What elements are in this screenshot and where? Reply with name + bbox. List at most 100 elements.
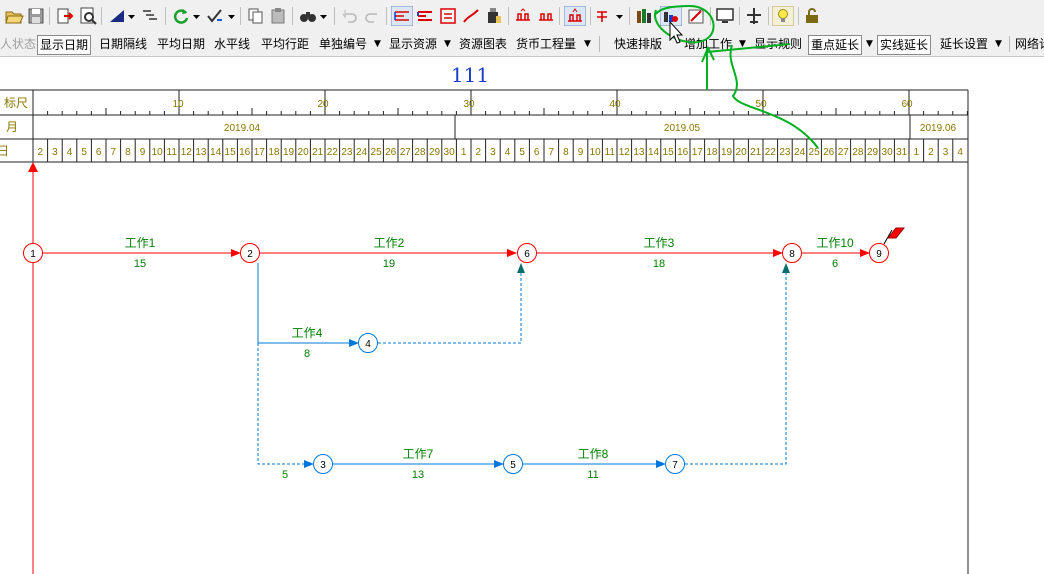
dropdown-arrow-icon[interactable]: [319, 6, 329, 26]
day-label: 30: [444, 147, 456, 158]
extend-settings-button[interactable]: 延长设置: [940, 37, 989, 51]
ruler-tick-label: 20: [317, 99, 329, 110]
line-style-icon[interactable]: [107, 6, 127, 26]
day-label: 13: [195, 147, 207, 158]
activity-duration: 18: [653, 258, 665, 270]
merge-icon[interactable]: [536, 6, 556, 26]
single-number-button[interactable]: 单独编号: [319, 37, 368, 51]
node-number: 8: [789, 249, 795, 260]
main-toolbar: [0, 0, 1044, 33]
event-node[interactable]: 9: [869, 243, 889, 263]
event-node[interactable]: 1: [23, 243, 43, 263]
plane-icon[interactable]: [744, 6, 764, 26]
single-number-dropdown-icon[interactable]: ▼: [374, 39, 381, 49]
day-label: 26: [823, 147, 835, 158]
average-row-spacing-button[interactable]: 平均行距: [261, 37, 310, 51]
dummy-4-6-arrow[interactable]: [378, 263, 525, 344]
activity-duration: 15: [134, 258, 146, 270]
toolbar-separator: [739, 7, 740, 25]
network-view-icon[interactable]: [391, 6, 413, 26]
adjust-icon[interactable]: [564, 6, 586, 26]
activity-name: 工作10: [816, 236, 854, 250]
resource-icon[interactable]: [484, 6, 504, 26]
check-icon[interactable]: [205, 6, 225, 26]
tip-bulb-icon[interactable]: [772, 6, 794, 26]
add-work-dropdown-icon[interactable]: ▼: [739, 39, 746, 49]
dropdown-arrow-icon[interactable]: [227, 6, 237, 26]
text-style-icon[interactable]: [594, 6, 614, 26]
resource-chart-button[interactable]: 资源图表: [459, 37, 508, 51]
show-date-button[interactable]: 显示日期: [37, 35, 92, 55]
bar-chart-icon[interactable]: [634, 6, 654, 26]
activity-name: 工作1: [125, 236, 156, 250]
extend-settings-dropdown-icon[interactable]: ▼: [995, 39, 1002, 49]
add-work-button[interactable]: 增加工作: [684, 37, 733, 51]
event-node[interactable]: 6: [517, 243, 537, 263]
event-node[interactable]: 2: [240, 243, 260, 263]
day-label: 27: [838, 147, 850, 158]
date-separator-button[interactable]: 日期隔线: [99, 37, 148, 51]
day-label: 21: [312, 147, 324, 158]
network-button[interactable]: 网络计: [1015, 37, 1044, 51]
open-folder-icon[interactable]: [4, 6, 24, 26]
gantt-icon[interactable]: [415, 6, 435, 26]
list-icon[interactable]: [438, 6, 458, 26]
lock-icon[interactable]: [802, 6, 822, 26]
event-node[interactable]: 7: [665, 454, 685, 474]
resource-chart-icon[interactable]: [660, 6, 682, 26]
dropdown-arrow-icon[interactable]: [127, 6, 137, 26]
event-node[interactable]: 5: [503, 454, 523, 474]
save-icon[interactable]: [26, 6, 46, 26]
show-resource-button[interactable]: 显示资源: [389, 37, 438, 51]
monitor-icon[interactable]: [715, 6, 735, 26]
day-label: 25: [809, 147, 821, 158]
day-label: 17: [254, 147, 266, 158]
day-label: 12: [181, 147, 193, 158]
activity-duration: 8: [304, 348, 310, 360]
dropdown-arrow-icon[interactable]: [615, 6, 625, 26]
event-node[interactable]: 4: [358, 333, 378, 353]
toolbar-separator: [101, 7, 102, 25]
node-number: 1: [30, 249, 36, 260]
toolbar-separator: [599, 36, 600, 52]
calendar-icon[interactable]: [686, 6, 706, 26]
day-label: 24: [356, 147, 368, 158]
solid-extend-button[interactable]: 实线延长: [877, 35, 932, 55]
horizontal-line-button[interactable]: 水平线: [214, 37, 251, 51]
month-label: 2019.05: [664, 123, 701, 134]
day-label: 5: [81, 147, 87, 158]
dummy-7-8-arrow[interactable]: [685, 263, 790, 465]
event-node[interactable]: 3: [313, 454, 333, 474]
key-extend-button[interactable]: 重点延长: [808, 35, 863, 55]
node-number: 6: [524, 249, 530, 260]
find-icon[interactable]: [298, 6, 318, 26]
ruler-row-label: 标尺: [4, 96, 28, 110]
show-rules-button[interactable]: 显示规则: [754, 37, 803, 51]
currency-quantity-button[interactable]: 货币工程量: [516, 37, 577, 51]
currency-quantity-dropdown-icon[interactable]: ▼: [584, 39, 591, 49]
day-label: 22: [327, 147, 339, 158]
node-number: 9: [876, 249, 882, 260]
quick-layout-button[interactable]: 快速排版: [614, 37, 663, 51]
paste-icon[interactable]: [268, 6, 288, 26]
curve-icon[interactable]: [461, 6, 481, 26]
node-number: 2: [247, 249, 253, 260]
day-label: 2: [476, 147, 482, 158]
activity-duration: 13: [412, 469, 424, 481]
outline-icon[interactable]: [140, 6, 160, 26]
day-label: 4: [505, 147, 511, 158]
split-icon[interactable]: [513, 6, 533, 26]
show-resource-dropdown-icon[interactable]: ▼: [444, 39, 451, 49]
dropdown-arrow-icon[interactable]: [192, 6, 202, 26]
print-preview-icon[interactable]: [78, 6, 98, 26]
activity-4-arrow[interactable]: [257, 263, 359, 347]
export-icon[interactable]: [55, 6, 75, 26]
key-extend-dropdown-icon[interactable]: ▼: [866, 39, 873, 49]
average-date-button[interactable]: 平均日期: [157, 37, 206, 51]
activity-duration: 6: [832, 258, 838, 270]
copy-icon[interactable]: [246, 6, 266, 26]
dummy-2-3-arrow[interactable]: [257, 263, 314, 468]
refresh-icon[interactable]: [171, 6, 191, 26]
event-node[interactable]: 8: [782, 243, 802, 263]
day-label: 11: [605, 147, 616, 158]
